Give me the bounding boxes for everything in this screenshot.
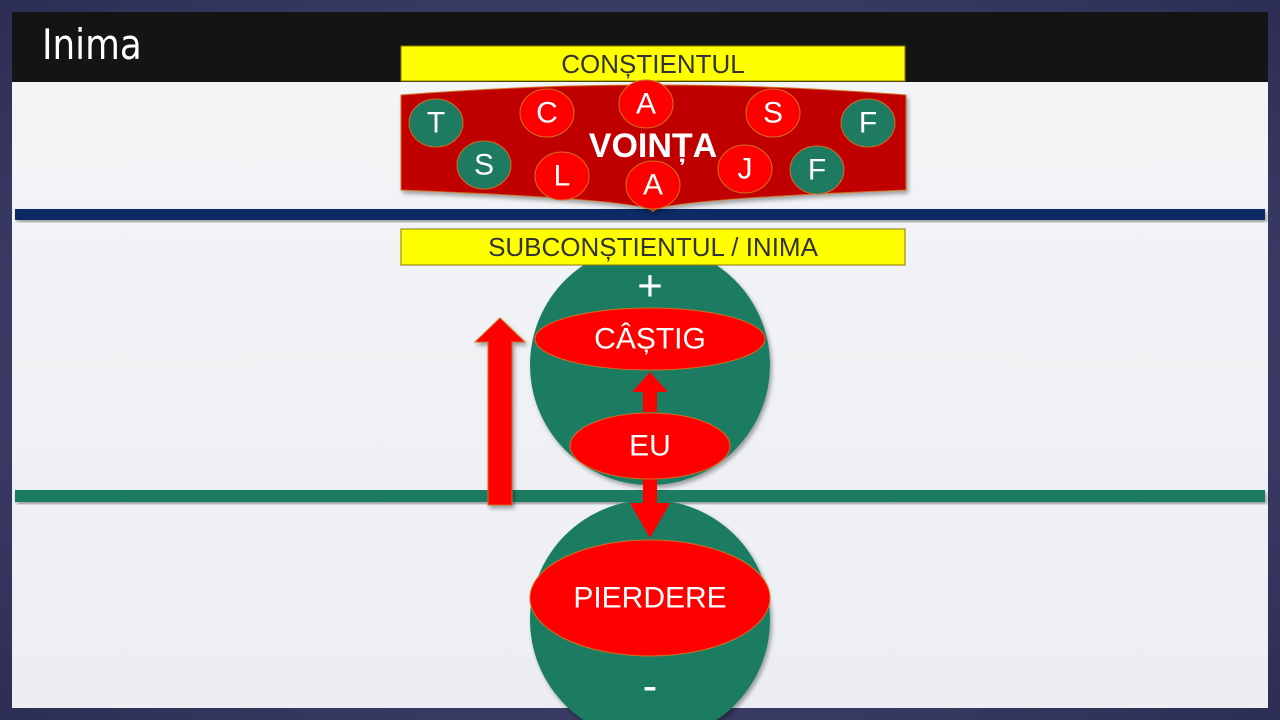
gain-label: CÂȘTIG [594, 323, 706, 356]
gain-ellipse [534, 307, 766, 371]
slide-title: Inima [42, 20, 142, 69]
down-arrow-to-loss [630, 470, 670, 538]
letter-circle [840, 98, 896, 148]
letter-label: T [427, 107, 445, 140]
loss-label: PIERDERE [573, 582, 726, 615]
letter-label: C [536, 97, 558, 130]
letter-circle [717, 144, 773, 194]
minus-sign: - [643, 662, 658, 711]
growth-arrow [473, 317, 527, 506]
letter-label: F [808, 154, 826, 187]
letter-label: S [474, 149, 494, 182]
letter-circle [745, 88, 801, 138]
subconscious-label: SUBCONȘTIENTUL / INIMA [488, 232, 819, 262]
conscious-divider-line [15, 209, 1265, 220]
letter-circle [534, 151, 590, 201]
conscious-label-box [400, 45, 906, 82]
plus-sign: + [637, 262, 663, 311]
loss-ellipse [529, 539, 771, 657]
letter-label: L [554, 160, 571, 193]
letter-label: A [643, 169, 663, 202]
letter-circle [625, 160, 681, 210]
letter-circle [618, 79, 674, 129]
will-label: VOINȚA [589, 127, 717, 165]
letter-circle [519, 88, 575, 138]
up-arrow-to-gain [632, 372, 668, 412]
subconscious-label-box [400, 228, 906, 266]
letter-circle [408, 98, 464, 148]
letter-label: A [636, 88, 656, 121]
conscious-label: CONȘTIENTUL [561, 49, 744, 79]
letter-label: S [763, 97, 783, 130]
letter-label: J [738, 153, 753, 186]
subconscious-divider-line [15, 490, 1265, 502]
self-label: EU [629, 430, 671, 463]
letter-circle [789, 145, 845, 195]
letter-circle [456, 140, 512, 190]
letter-label: F [859, 107, 877, 140]
self-ellipse [569, 412, 731, 480]
